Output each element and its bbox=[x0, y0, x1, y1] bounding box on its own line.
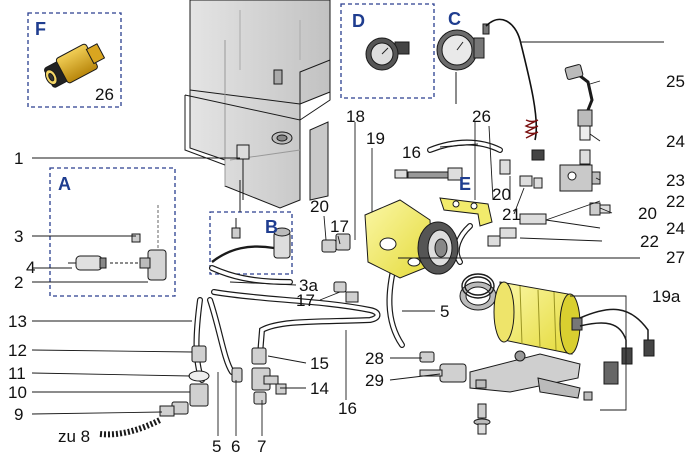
part-label-12: 12 bbox=[8, 341, 27, 360]
inset-frames bbox=[27, 3, 435, 297]
vibration-pump bbox=[364, 199, 459, 279]
pressure-gauge bbox=[436, 18, 545, 161]
part-label-25: 25 bbox=[666, 72, 685, 91]
part-label-9: 9 bbox=[14, 405, 24, 424]
part-label-1: 1 bbox=[14, 149, 24, 168]
part-label-22-top: 22 bbox=[666, 192, 685, 211]
part-label-27: 27 bbox=[666, 248, 685, 267]
pump-motor bbox=[459, 281, 655, 435]
part-label-21: 21 bbox=[502, 205, 521, 224]
inset-f-part-number: 26 bbox=[95, 85, 114, 104]
part-label-20-right: 20 bbox=[638, 204, 657, 223]
part-label-3a: 3a bbox=[299, 276, 318, 295]
inset-label-b: B bbox=[265, 217, 278, 237]
part-label-11: 11 bbox=[8, 364, 26, 383]
water-tank bbox=[184, 0, 331, 209]
part-label-4: 4 bbox=[26, 258, 36, 277]
part-label-17-lower: 17 bbox=[296, 291, 315, 310]
hoses-inner bbox=[194, 140, 502, 382]
inset-label-e: E bbox=[459, 174, 472, 194]
part-label-22-bottom: 22 bbox=[640, 232, 659, 251]
part-label-15: 15 bbox=[310, 354, 329, 373]
hose-zu-8 bbox=[99, 417, 162, 438]
part-label-17-upper: 17 bbox=[330, 217, 349, 236]
part-label-10: 10 bbox=[8, 383, 27, 402]
inset-label-a: A bbox=[58, 174, 71, 194]
thermal-fuse-components bbox=[68, 205, 167, 281]
part-label-6: 6 bbox=[231, 437, 241, 456]
part-label-20-left: 20 bbox=[310, 197, 329, 216]
pressure-switch-assembly bbox=[559, 64, 611, 216]
temperature-sensor-components bbox=[211, 144, 291, 263]
part-label-28: 28 bbox=[365, 349, 384, 368]
leader-lines bbox=[31, 41, 664, 436]
fittings bbox=[159, 233, 467, 417]
inset-label-f: F bbox=[35, 19, 46, 39]
part-label-zu-8: zu 8 bbox=[58, 427, 91, 446]
pump-bracket-e bbox=[439, 197, 493, 227]
pump-tubes bbox=[394, 159, 547, 247]
part-label-7: 7 bbox=[257, 437, 267, 456]
part-label-18: 18 bbox=[346, 107, 365, 126]
part-label-26: 26 bbox=[472, 107, 491, 126]
part-label-23: 23 bbox=[666, 171, 685, 190]
part-label-29: 29 bbox=[365, 371, 384, 390]
brass-fitting-26-detail bbox=[44, 43, 106, 88]
inset-label-c: C bbox=[448, 9, 461, 29]
part-label-19a: 19a bbox=[652, 287, 681, 306]
part-label-16-bottom: 16 bbox=[338, 399, 357, 418]
part-label-5-right: 5 bbox=[440, 302, 450, 321]
hose-clamp bbox=[461, 273, 495, 299]
part-label-2: 2 bbox=[14, 273, 24, 292]
part-label-16-top: 16 bbox=[402, 143, 421, 162]
part-label-24-bottom: 24 bbox=[666, 219, 685, 238]
part-label-20-middle: 20 bbox=[492, 185, 511, 204]
part-label-3: 3 bbox=[14, 227, 24, 246]
part-label-19: 19 bbox=[366, 129, 385, 148]
part-label-14: 14 bbox=[310, 379, 329, 398]
part-label-24-top: 24 bbox=[666, 132, 685, 151]
pressure-gauge-small bbox=[365, 37, 410, 71]
inset-label-d: D bbox=[352, 11, 365, 31]
part-label-5-bottom: 5 bbox=[212, 437, 222, 456]
part-label-13: 13 bbox=[8, 312, 27, 331]
